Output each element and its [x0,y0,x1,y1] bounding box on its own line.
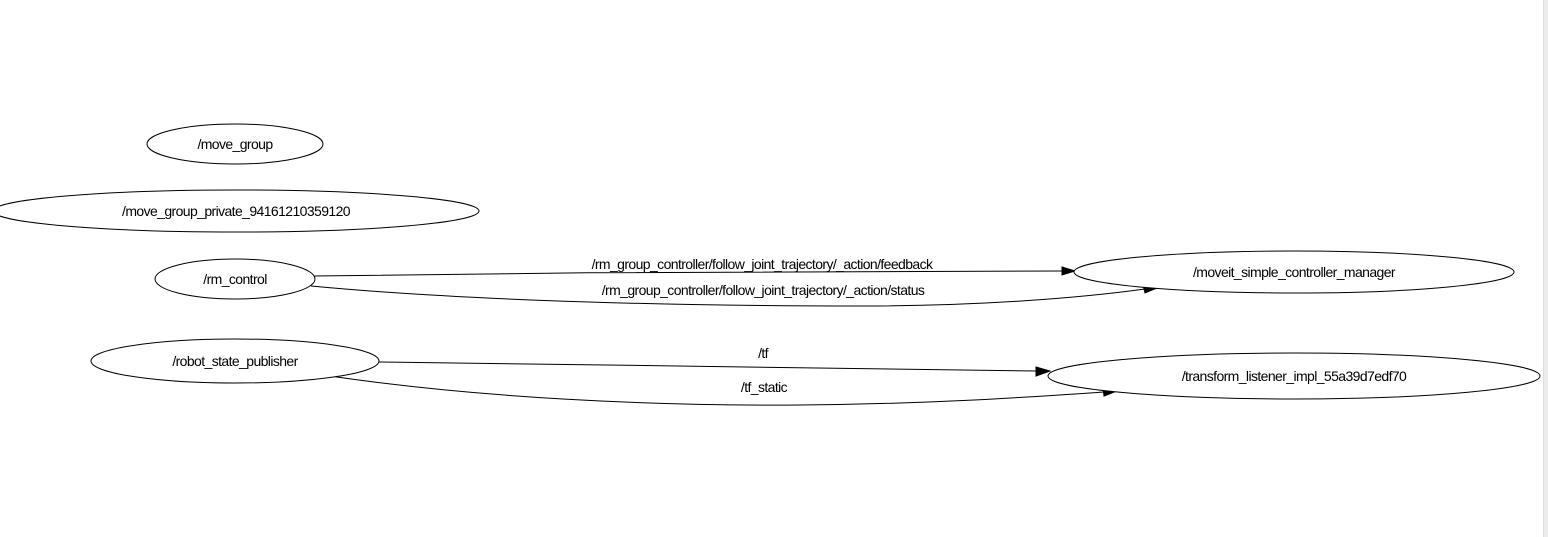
node-move-group-private[interactable]: /move_group_private_94161210359120 [0,189,480,233]
arrow-head-icon [1061,266,1077,276]
edge-feedback[interactable]: /rm_group_controller/follow_joint_trajec… [312,256,1077,277]
edge-label: /tf_static [741,379,788,395]
node-moveit-simple-controller-manager[interactable]: /moveit_simple_controller_manager [1073,250,1515,294]
node-rm-control[interactable]: /rm_control [154,258,316,300]
edge-label: /tf [758,345,769,361]
node-move-group[interactable]: /move_group [146,123,324,165]
scrollbar[interactable] [1543,0,1548,537]
edge-tf-static[interactable]: /tf_static [329,375,1119,406]
edge-line [310,285,1146,307]
edge-line [329,375,1105,406]
node-robot-state-publisher[interactable]: /robot_state_publisher [90,338,380,384]
arrow-head-icon [1035,366,1052,377]
edge-line [377,361,1037,372]
node-label: /rm_control [203,271,267,287]
edge-tf[interactable]: /tf [377,345,1052,377]
node-label: /move_group_private_94161210359120 [122,203,351,219]
node-label: /transform_listener_impl_55a39d7edf70 [1182,368,1407,384]
node-label: /move_group [197,136,273,152]
node-transform-listener[interactable]: /transform_listener_impl_55a39d7edf70 [1047,352,1541,400]
edge-status[interactable]: /rm_group_controller/follow_joint_trajec… [310,282,1159,307]
edge-line [312,270,1063,277]
node-label: /robot_state_publisher [172,353,298,369]
edge-label: /rm_group_controller/follow_joint_trajec… [592,256,934,272]
node-label: /moveit_simple_controller_manager [1193,264,1396,280]
edge-label: /rm_group_controller/follow_joint_trajec… [602,282,925,298]
